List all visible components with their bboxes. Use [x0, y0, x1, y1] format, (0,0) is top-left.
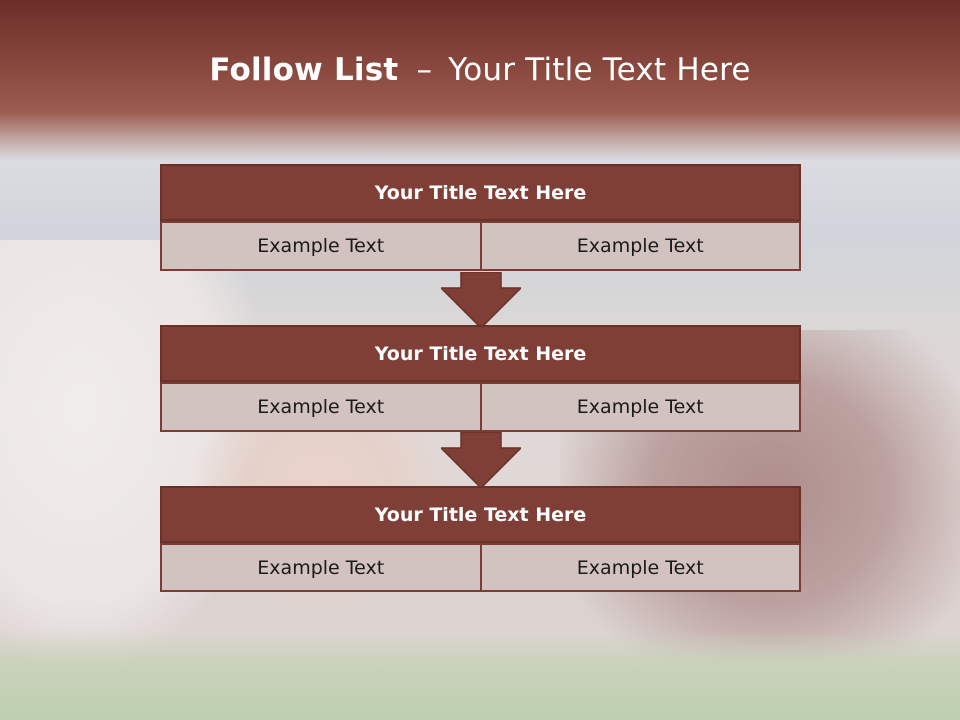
step-box-cell-left: Example Text: [160, 382, 482, 432]
background-grass: [0, 630, 960, 720]
down-arrow-icon: [441, 432, 521, 490]
step-box-row: Example Text Example Text: [160, 543, 801, 592]
step-box-3: Your Title Text Here Example Text Exampl…: [160, 486, 801, 592]
step-box-cell-left: Example Text: [160, 543, 482, 592]
slide-title: Follow List – Your Title Text Here: [0, 52, 960, 88]
step-box-cell-right: Example Text: [481, 543, 801, 592]
step-box-2: Your Title Text Here Example Text Exampl…: [160, 325, 801, 432]
step-box-1: Your Title Text Here Example Text Exampl…: [160, 164, 801, 271]
step-box-title: Your Title Text Here: [160, 164, 801, 221]
slide-title-rest: Your Title Text Here: [448, 52, 751, 88]
title-band: [0, 0, 960, 160]
down-arrow-icon: [441, 272, 521, 330]
step-box-row: Example Text Example Text: [160, 221, 801, 271]
step-box-row: Example Text Example Text: [160, 382, 801, 432]
slide-title-bold: Follow List: [209, 52, 399, 88]
step-box-cell-left: Example Text: [160, 221, 482, 271]
step-box-cell-right: Example Text: [481, 221, 801, 271]
slide-title-dash: –: [416, 52, 433, 88]
step-box-title: Your Title Text Here: [160, 486, 801, 543]
step-box-title: Your Title Text Here: [160, 325, 801, 382]
step-box-cell-right: Example Text: [481, 382, 801, 432]
